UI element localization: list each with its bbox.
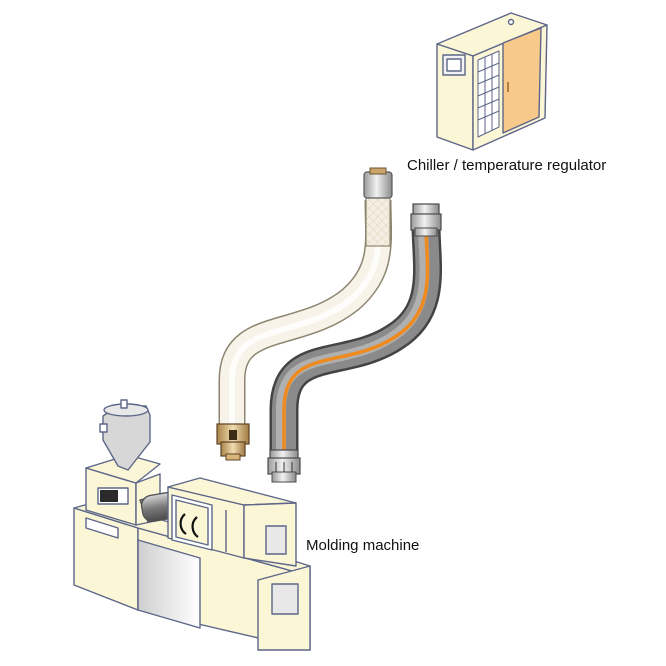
injection-molding-machine-icon <box>73 399 311 651</box>
chiller-unit-icon <box>436 12 548 151</box>
chiller-label: Chiller / temperature regulator <box>407 157 607 174</box>
braided-hose-icon <box>216 167 393 461</box>
armored-hose-icon <box>267 203 443 483</box>
molding-machine-label: Molding machine <box>306 537 420 554</box>
